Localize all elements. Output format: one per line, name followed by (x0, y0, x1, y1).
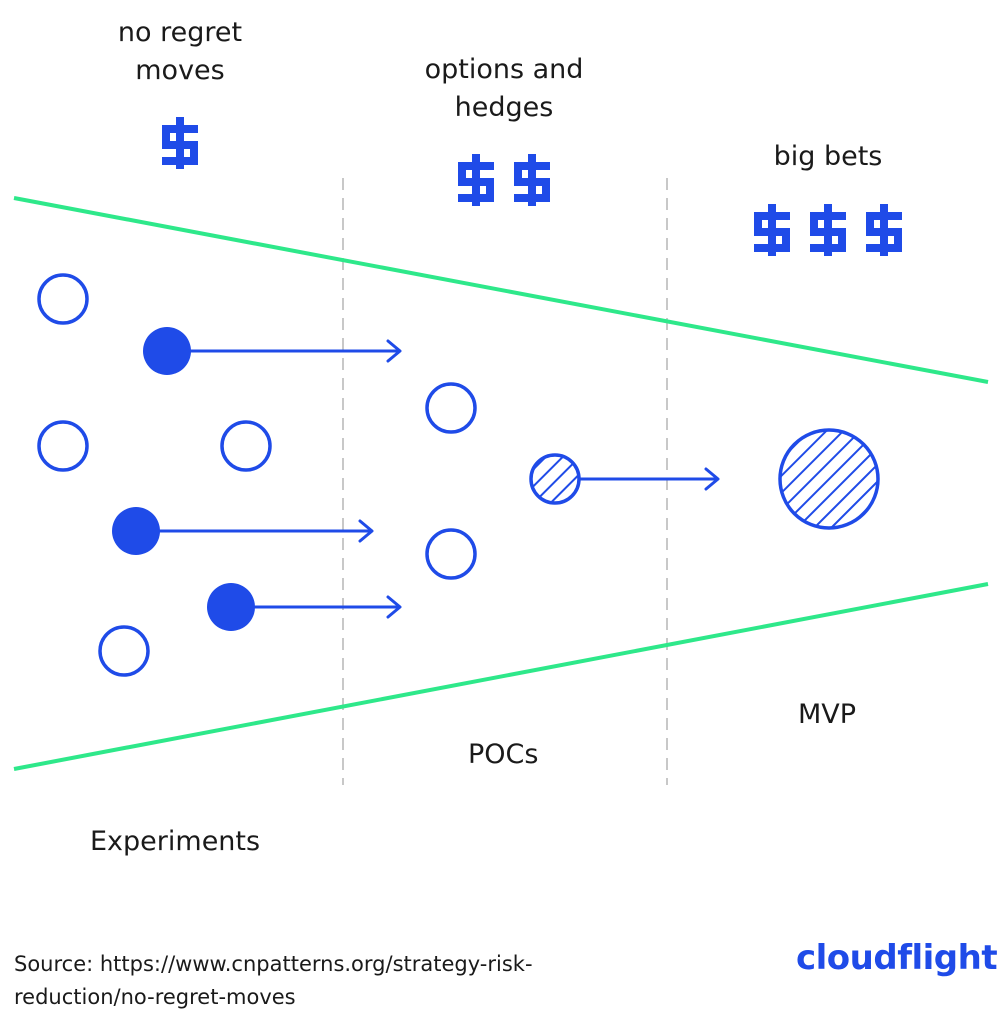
source-citation: Source: https://www.cnpatterns.org/strat… (14, 948, 634, 1014)
label-line: options and (424, 54, 584, 85)
cloudflight-logo: cloudflight (796, 938, 998, 978)
stage-pocs: POCs (468, 739, 539, 770)
funnel-bottom-edge (13, 582, 989, 771)
label-line: no regret (117, 17, 243, 48)
experiment-circle-filled (112, 507, 160, 555)
stage-experiments: Experiments (90, 826, 261, 857)
label-options-and-hedges: options and hedges (394, 51, 614, 127)
poc-circle-hatched (529, 453, 581, 505)
label-line: hedges (454, 92, 554, 123)
label-big-bets: big bets (773, 141, 883, 172)
cost-icon-single (162, 117, 198, 169)
mvp-circle-hatched (778, 428, 880, 530)
experiment-circle-open (220, 420, 272, 472)
experiment-circle-open (37, 273, 89, 325)
experiment-circle-filled (207, 583, 255, 631)
cost-icon-double (458, 154, 550, 206)
source-line: Source: https://www.cnpatterns.org/strat… (14, 952, 533, 976)
funnel-top-edge (13, 196, 989, 384)
experiment-circle-open (37, 420, 89, 472)
experiment-circle-open (98, 625, 150, 677)
label-no-regret-moves: no regret moves (80, 14, 280, 90)
stage-mvp: MVP (798, 699, 857, 730)
experiment-circle-filled (143, 327, 191, 375)
poc-circle-open (425, 528, 477, 580)
label-line: moves (135, 55, 225, 86)
source-line: reduction/no-regret-moves (14, 985, 296, 1009)
poc-circle-open (425, 382, 477, 434)
cost-icon-triple (754, 204, 902, 256)
